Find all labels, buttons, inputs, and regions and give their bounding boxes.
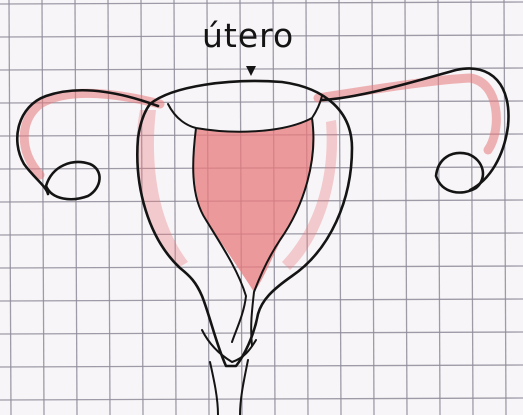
uterus-label: útero	[202, 14, 312, 58]
